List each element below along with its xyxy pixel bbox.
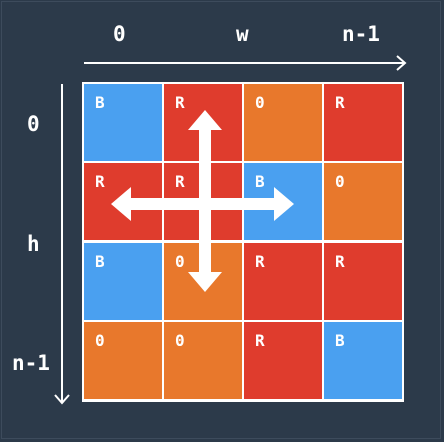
grid-cell-r3-c1: 0	[164, 322, 242, 399]
grid-cell-r2-c3: R	[324, 243, 402, 320]
grid-cell-r1-c1: R	[164, 163, 242, 240]
y-axis-mid-label: h	[27, 232, 40, 256]
grid-cell-r1-c2: B	[244, 163, 322, 240]
grid-cell-r2-c0: B	[84, 243, 162, 320]
grid-cell-r3-c0: 0	[84, 322, 162, 399]
grid-cell-r3-c2: R	[244, 322, 322, 399]
x-axis-start-label: 0	[113, 22, 126, 46]
grid-cell-r1-c3: 0	[324, 163, 402, 240]
y-axis-arrow	[54, 84, 70, 405]
grid-cell-r0-c1: R	[164, 84, 242, 161]
grid-cell-r2-c2: R	[244, 243, 322, 320]
grid-cell-r3-c3: B	[324, 322, 402, 399]
grid-cell-r1-c0: R	[84, 163, 162, 240]
grid-cell-r2-c1: 0	[164, 243, 242, 320]
grid-cell-r0-c2: 0	[244, 84, 322, 161]
x-axis-end-label: n-1	[342, 22, 380, 46]
x-axis-arrow	[84, 55, 407, 71]
y-axis-start-label: 0	[27, 112, 40, 136]
y-axis-end-label: n-1	[12, 351, 50, 375]
grid-cell-r0-c0: B	[84, 84, 162, 161]
x-axis-mid-label: w	[236, 22, 249, 46]
grid-cell-r0-c3: R	[324, 84, 402, 161]
